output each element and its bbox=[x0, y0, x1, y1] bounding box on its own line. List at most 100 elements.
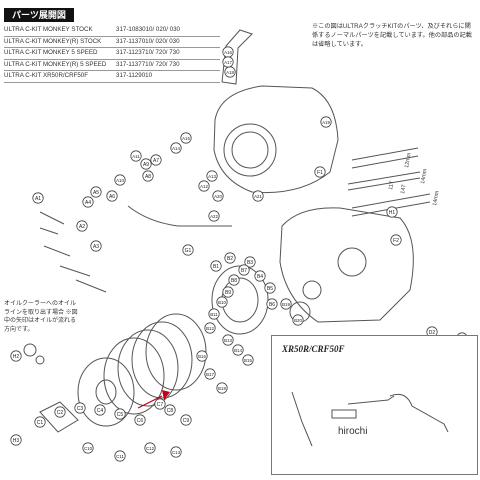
callout-label: B18 bbox=[218, 386, 226, 391]
callout-b20: B20 bbox=[292, 314, 304, 326]
callout-label: B12 bbox=[206, 326, 214, 331]
callout-label: A18 bbox=[226, 70, 234, 75]
callout-label: C7 bbox=[157, 402, 164, 408]
kit-row: ULTRA C-KIT MONKEY(R) 5 SPEED 317-1137710… bbox=[4, 60, 220, 72]
friction-plate bbox=[145, 313, 207, 391]
friction-plate bbox=[103, 337, 165, 415]
callout-c1: C1 bbox=[34, 416, 46, 428]
lever-arm bbox=[347, 395, 395, 405]
callout-label: B8 bbox=[231, 278, 237, 284]
kit-part-number: 317-1137710/ 720/ 730 bbox=[116, 60, 180, 68]
callout-label: A4 bbox=[85, 200, 91, 206]
page-title: パーツ展開図 bbox=[4, 8, 74, 22]
callout-label: A2 bbox=[79, 224, 85, 230]
pressure-plate bbox=[77, 357, 135, 427]
callout-label: B16 bbox=[198, 354, 206, 359]
callout-c8: C8 bbox=[164, 404, 176, 416]
shaft bbox=[351, 147, 419, 169]
callout-a8: A8 bbox=[142, 170, 154, 182]
oil-flow-arrow bbox=[137, 390, 170, 409]
callout-label: F2 bbox=[393, 238, 399, 244]
callout-c5: C5 bbox=[114, 408, 126, 420]
callout-a16: A16 bbox=[222, 46, 234, 58]
callout-label: A11 bbox=[132, 154, 140, 159]
callout-a3: A3 bbox=[90, 240, 102, 252]
callout-label: C6 bbox=[137, 418, 144, 424]
callout-a13: A13 bbox=[206, 170, 218, 182]
callout-a15: A15 bbox=[180, 132, 192, 144]
callout-label: H2 bbox=[13, 354, 20, 360]
callout-c7: C7 bbox=[154, 398, 166, 410]
clutch-lever bbox=[389, 393, 449, 433]
callout-label: C2 bbox=[57, 410, 64, 416]
callout-label: A8 bbox=[145, 174, 151, 180]
kit-name: ULTRA C-KIT XR50R/CRF50F bbox=[4, 72, 89, 80]
crankcase bbox=[279, 207, 414, 323]
callout-b5: B5 bbox=[264, 282, 276, 294]
callout-label: C4 bbox=[97, 408, 104, 414]
callout-label: A3 bbox=[93, 244, 99, 250]
callout-c11: C11 bbox=[114, 450, 126, 462]
bolts bbox=[39, 211, 107, 293]
callout-label: B11 bbox=[210, 312, 218, 317]
callout-b13: B13 bbox=[222, 334, 234, 346]
callout-b8: B8 bbox=[228, 274, 240, 286]
callout-b7: B7 bbox=[238, 264, 250, 276]
callout-label: B19 bbox=[282, 302, 290, 307]
callout-label: A9 bbox=[143, 162, 149, 168]
callout-a11: A11 bbox=[130, 150, 142, 162]
callout-label: B3 bbox=[247, 260, 253, 266]
kit-name: ULTRA C-KIT MONKEY 5 SPEED bbox=[4, 49, 98, 57]
callout-a7: A7 bbox=[150, 154, 162, 166]
callout-label: A21 bbox=[254, 194, 262, 199]
callout-h2: H2 bbox=[10, 350, 22, 362]
callout-b11: B11 bbox=[208, 308, 220, 320]
callout-a4: A4 bbox=[82, 196, 94, 208]
callout-label: A12 bbox=[200, 184, 208, 189]
callout-a22: A22 bbox=[208, 210, 220, 222]
callout-b4: B4 bbox=[254, 270, 266, 282]
callout-label: B10 bbox=[218, 300, 226, 305]
callout-label: A15 bbox=[182, 136, 190, 141]
xr50r-inset: XR50R/CRF50F hirochi bbox=[271, 335, 478, 475]
callout-b12: B12 bbox=[204, 322, 216, 334]
callout-label: C9 bbox=[183, 418, 190, 424]
kit-name: ULTRA C-KIT MONKEY(R) 5 SPEED bbox=[4, 60, 107, 68]
callout-label: A6 bbox=[109, 194, 115, 200]
callout-label: H3 bbox=[13, 438, 20, 444]
callout-label: A20 bbox=[214, 194, 222, 199]
dimension-label: 14mm bbox=[420, 168, 429, 185]
callout-a1: A1 bbox=[32, 192, 44, 204]
callout-b3: B3 bbox=[244, 256, 256, 268]
callout-b10: B10 bbox=[216, 296, 228, 308]
callout-f1: F1 bbox=[314, 166, 326, 178]
callout-label: B9 bbox=[225, 290, 231, 296]
callout-label: A14 bbox=[172, 146, 180, 151]
callout-b18: B18 bbox=[216, 382, 228, 394]
callout-label: A19 bbox=[322, 120, 330, 125]
callout-label: B17 bbox=[206, 372, 214, 377]
friction-plate bbox=[117, 329, 179, 407]
callout-b9: B9 bbox=[222, 286, 234, 298]
callout-label: A16 bbox=[224, 50, 232, 55]
callout-label: A1 bbox=[35, 196, 41, 202]
callout-a20: A20 bbox=[212, 190, 224, 202]
shift-rod bbox=[291, 391, 313, 447]
callout-label: B2 bbox=[227, 256, 233, 262]
callout-label: A17 bbox=[224, 60, 232, 65]
callout-h1: H1 bbox=[386, 206, 398, 218]
callout-label: C1 bbox=[37, 420, 44, 426]
dimension-label: 12mm bbox=[404, 152, 413, 169]
callout-f2: F2 bbox=[390, 234, 402, 246]
callout-label: C3 bbox=[77, 406, 84, 412]
callout-b19: B19 bbox=[280, 298, 292, 310]
clutch-basket bbox=[211, 265, 269, 335]
callout-a12: A12 bbox=[198, 180, 210, 192]
callout-label: C13 bbox=[172, 450, 181, 455]
callout-label: H1 bbox=[389, 210, 396, 216]
scope-note: ※この図はULTRAクラッチKITのパーツ、及びそれらに関係するノーマルパーツを… bbox=[312, 23, 472, 48]
inset-drawing bbox=[291, 391, 449, 447]
